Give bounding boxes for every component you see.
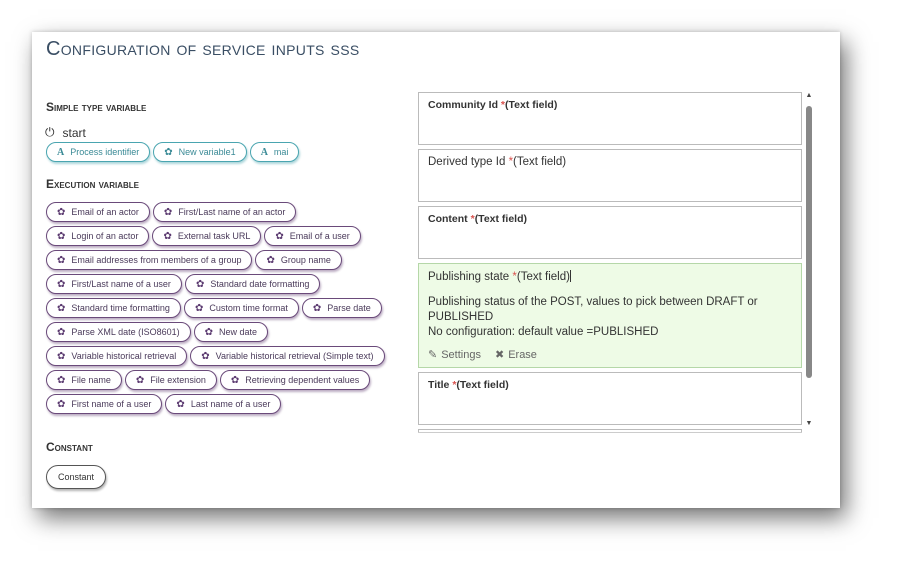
gear-icon: ✿ <box>163 230 172 242</box>
execution-variable-chip[interactable]: ✿Standard time formatting <box>46 298 181 318</box>
chip-row: ✿First name of a user✿Last name of a use… <box>46 394 396 414</box>
execution-variable-chip[interactable]: ✿Group name <box>255 250 342 270</box>
execution-variable-chip[interactable]: ✿Email of a user <box>264 226 361 246</box>
execution-variable-chip[interactable]: ✿File name <box>46 370 122 390</box>
execution-variable-chip[interactable]: ✿Parse XML date (ISO8601) <box>46 322 191 342</box>
gear-icon: ✿ <box>57 350 66 362</box>
chip-row: ✿Standard time formatting✿Custom time fo… <box>46 298 396 318</box>
settings-button[interactable]: ✎Settings <box>428 348 481 362</box>
execution-variable-chip[interactable]: ✿Variable historical retrieval (Simple t… <box>190 346 385 366</box>
letter-a-icon: A <box>260 146 268 158</box>
gear-icon: ✿ <box>57 206 66 218</box>
start-label: start <box>62 125 86 140</box>
erase-button[interactable]: ✖Erase <box>494 348 537 362</box>
x-icon: ✖ <box>494 349 505 361</box>
section-simple-heading: Simple type variable <box>46 100 147 114</box>
start-item[interactable]: ⏻ start <box>45 125 86 140</box>
gear-icon: ✿ <box>176 398 185 410</box>
field-next[interactable] <box>418 429 802 432</box>
gear-icon: ✿ <box>57 278 66 290</box>
execution-variable-chip[interactable]: ✿First/Last name of an actor <box>152 202 297 222</box>
field-community-id[interactable]: Community Id *(Text field) <box>418 92 802 145</box>
execution-variable-chip[interactable]: ✿Last name of a user <box>165 394 282 414</box>
section-constant-heading: Constant <box>46 440 93 454</box>
execution-variable-chip[interactable]: ✿External task URL <box>152 226 262 246</box>
gear-icon: ✿ <box>57 230 66 242</box>
gear-icon: ✿ <box>57 302 66 314</box>
execution-variable-chip[interactable]: ✿Parse date <box>301 298 382 318</box>
field-publishing-state[interactable]: Publishing state *(Text field) Publishin… <box>418 263 802 368</box>
gear-icon: ✿ <box>57 326 66 338</box>
chip-row: ✿Login of an actor✿External task URL✿Ema… <box>46 226 396 246</box>
scroll-down-icon[interactable]: ▼ <box>805 420 813 427</box>
gear-icon: ✿ <box>194 302 204 314</box>
gear-icon: ✿ <box>201 350 210 362</box>
gear-icon: ✿ <box>204 326 214 338</box>
gear-icon: ✿ <box>57 254 66 266</box>
chip-row: ✿Parse XML date (ISO8601)✿New date <box>46 322 396 342</box>
field-content[interactable]: Content *(Text field) <box>418 206 802 259</box>
gear-icon: ✿ <box>275 230 284 242</box>
execution-variables: ✿Email of an actor✿First/Last name of an… <box>46 202 396 418</box>
chip-row: ✿First/Last name of a user✿Standard date… <box>46 274 396 294</box>
scroll-up-icon[interactable]: ▲ <box>805 92 813 99</box>
gear-icon: ✿ <box>312 302 322 314</box>
letter-a-icon: A <box>57 146 65 158</box>
execution-variable-chip[interactable]: ✿Login of an actor <box>46 226 150 246</box>
gear-icon: ✿ <box>195 278 205 290</box>
execution-variable-chip[interactable]: ✿First/Last name of a user <box>46 274 182 294</box>
fields-list: Community Id *(Text field) Derived type … <box>418 92 802 433</box>
constant-button[interactable]: Constant <box>46 465 107 489</box>
gear-icon: ✿ <box>135 374 145 386</box>
edit-icon: ✎ <box>428 349 438 361</box>
config-panel: Configuration of service inputs sss Simp… <box>32 32 840 508</box>
variable-chip[interactable]: ✿New variable1 <box>153 142 247 162</box>
execution-variable-chip[interactable]: ✿Retrieving dependent values <box>219 370 371 390</box>
execution-variable-chip[interactable]: ✿Standard date formatting <box>184 274 321 294</box>
chip-row: ✿Email of an actor✿First/Last name of an… <box>46 202 396 222</box>
chip-row: ✿Variable historical retrieval✿Variable … <box>46 346 396 366</box>
section-execution-heading: Execution variable <box>46 177 139 191</box>
scrollbar[interactable]: ▲ ▼ <box>804 92 814 432</box>
gear-icon: ✿ <box>230 374 240 386</box>
execution-variable-chip[interactable]: ✿File extension <box>124 370 217 390</box>
field-derived-type-id[interactable]: Derived type Id *(Text field) <box>418 149 802 202</box>
gear-icon: ✿ <box>164 146 173 158</box>
execution-variable-chip[interactable]: ✿Variable historical retrieval <box>46 346 188 366</box>
scroll-thumb[interactable] <box>806 106 812 378</box>
execution-variable-chip[interactable]: ✿First name of a user <box>46 394 163 414</box>
gear-icon: ✿ <box>163 206 173 218</box>
execution-variable-chip[interactable]: ✿New date <box>193 322 269 342</box>
gear-icon: ✿ <box>57 374 66 386</box>
gear-icon: ✿ <box>57 398 66 410</box>
chip-row: ✿Email addresses from members of a group… <box>46 250 396 270</box>
page-title: Configuration of service inputs sss <box>46 38 360 60</box>
power-icon: ⏻ <box>45 125 55 139</box>
chip-row: ✿File name✿File extension✿Retrieving dep… <box>46 370 396 390</box>
execution-variable-chip[interactable]: ✿Custom time format <box>183 298 299 318</box>
field-description: Publishing status of the POST, values to… <box>428 296 758 338</box>
execution-variable-chip[interactable]: ✿Email of an actor <box>46 202 150 222</box>
field-title[interactable]: Title *(Text field) <box>418 372 802 425</box>
gear-icon: ✿ <box>266 254 275 266</box>
execution-variable-chip[interactable]: ✿Email addresses from members of a group <box>46 250 253 270</box>
